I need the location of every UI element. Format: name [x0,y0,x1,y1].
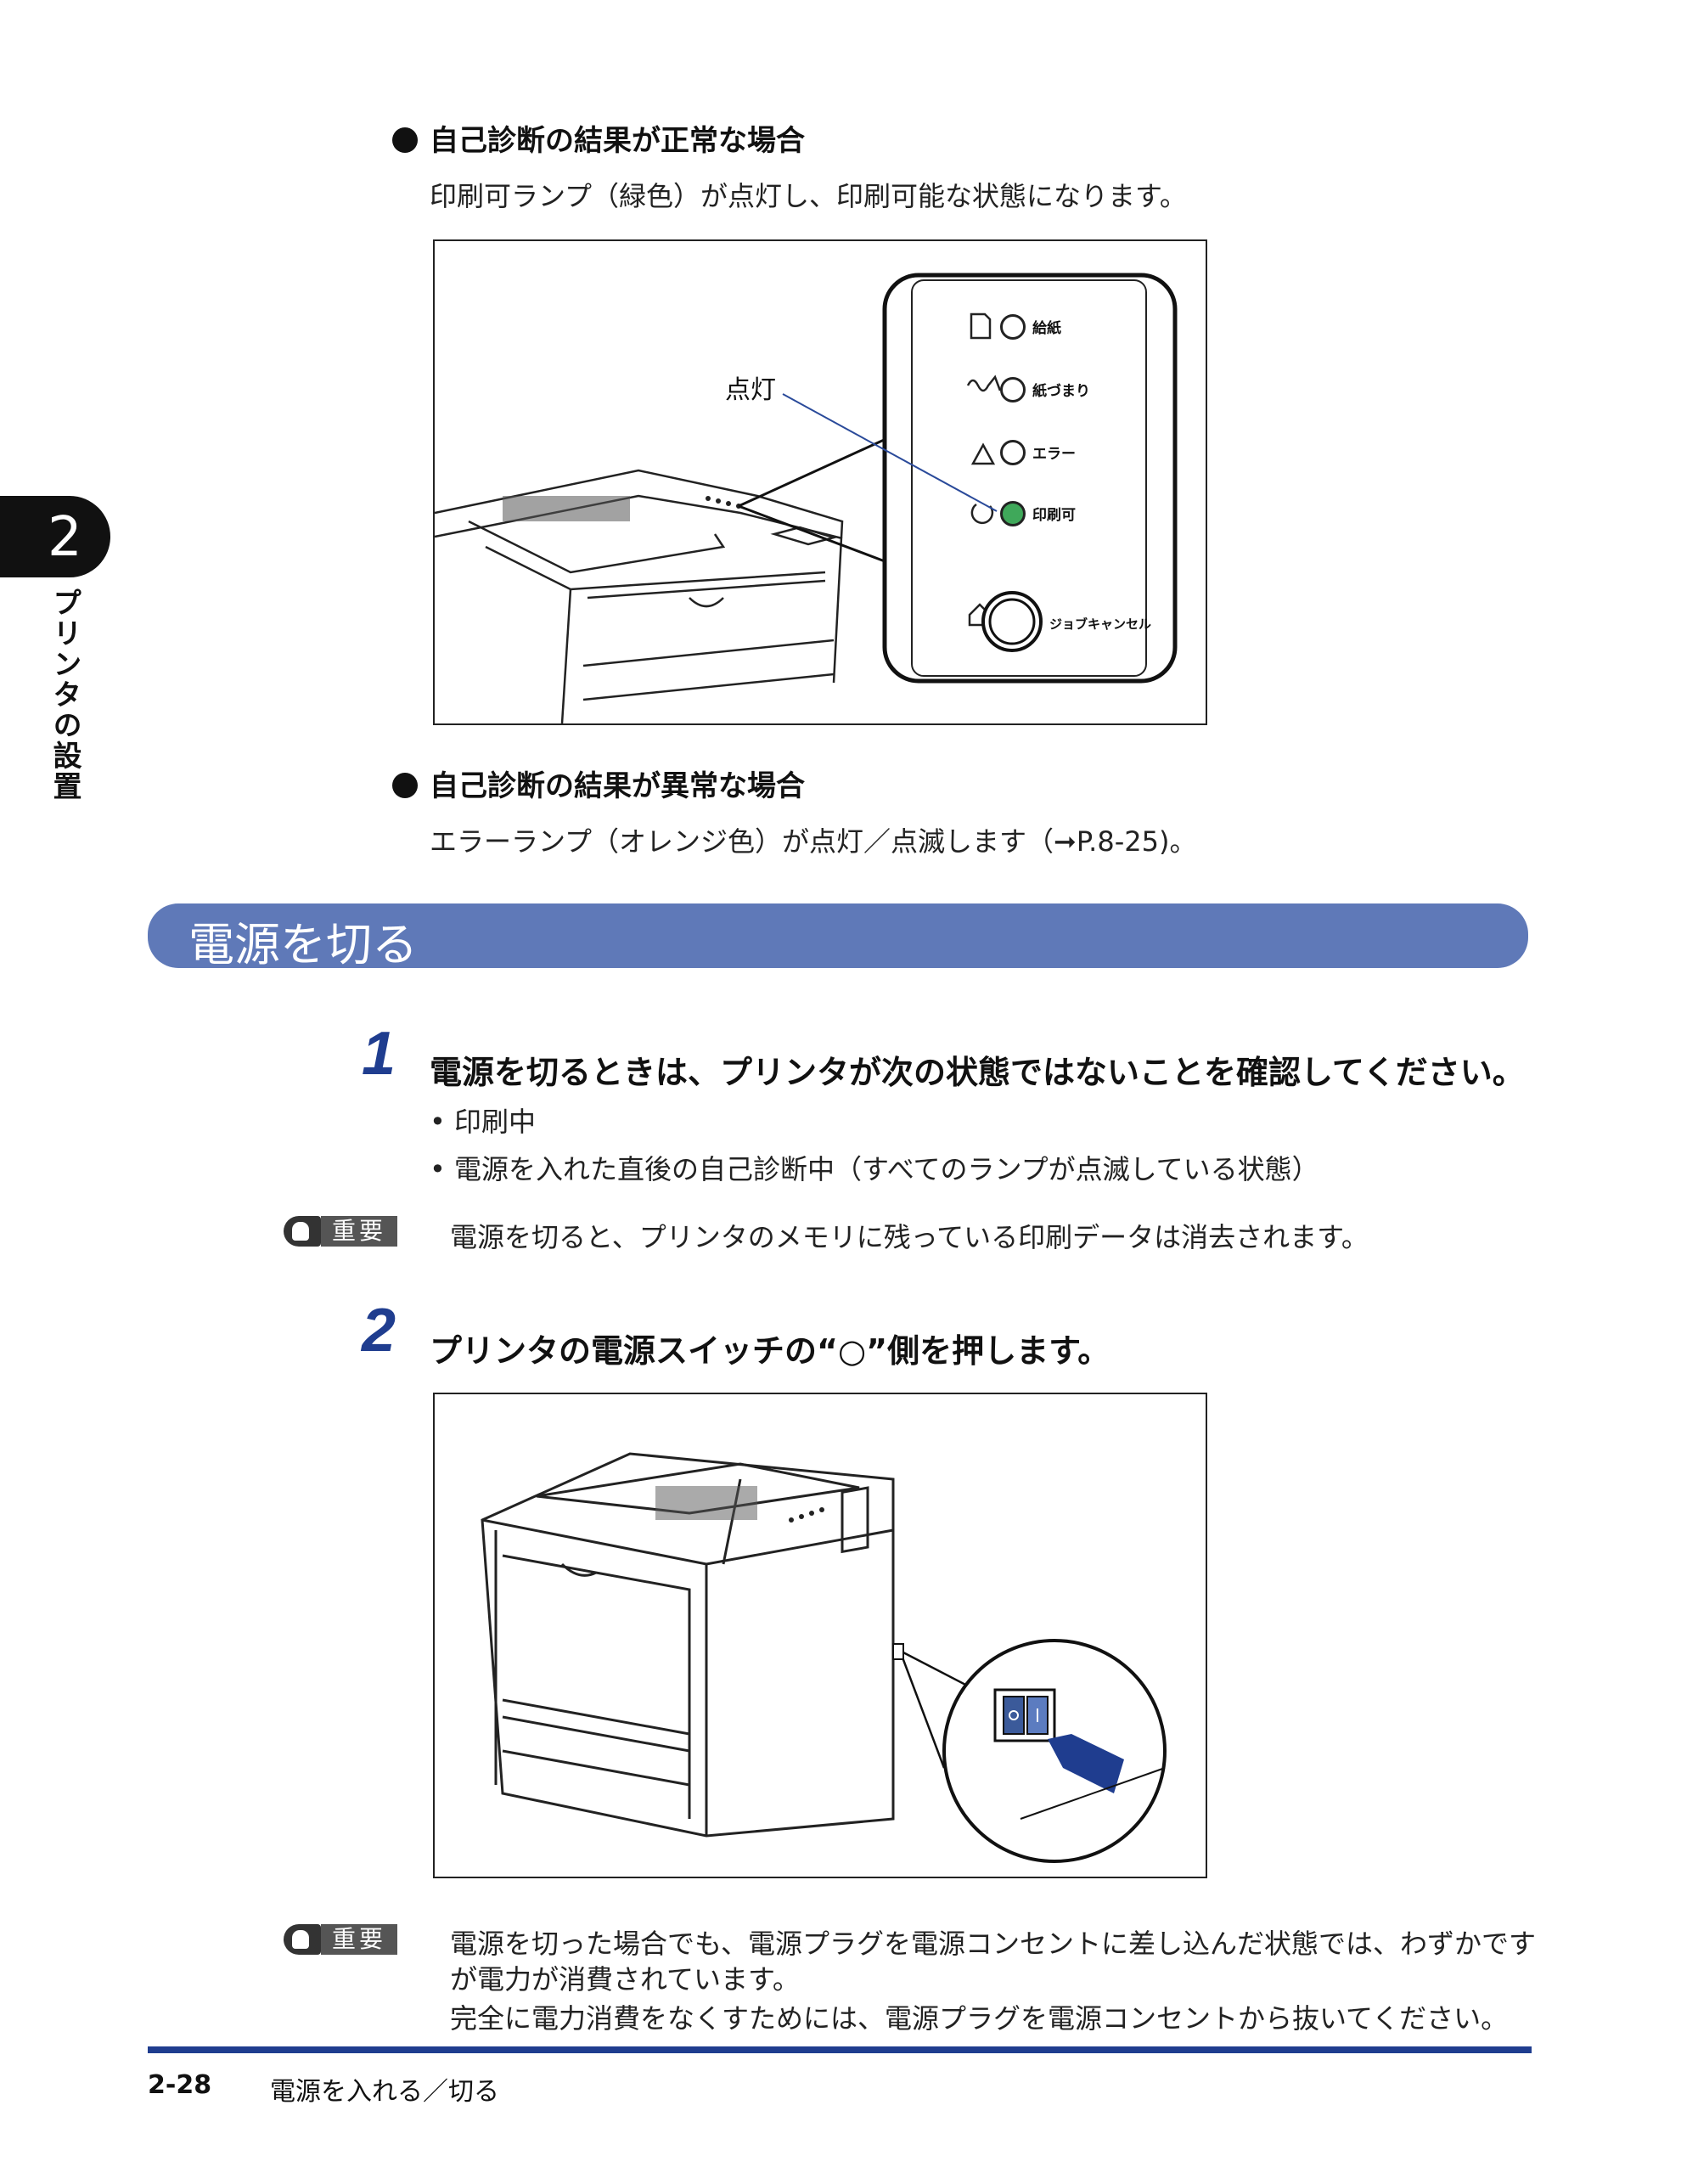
chapter-number: 2 [48,506,82,569]
step-title-1: 電源を切るときは、プリンタが次の状態ではないことを確認してください。 [430,1054,1525,1091]
power-icon [970,503,994,524]
label-error: エラー [1032,446,1076,463]
lamp-error [1000,440,1026,465]
paper-icon [970,312,992,340]
heading-abnormal: 自己診断の結果が異常な場合 [392,763,805,804]
text-normal: 印刷可ランプ（緑色）が点灯し、印刷可能な状態になります。 [430,180,1187,212]
important-badge: 重要 [284,1216,397,1247]
hand-icon [284,1924,321,1955]
list-item: • 電源を入れた直後の自己診断中（すべてのランプが点滅している状態） [430,1153,1319,1185]
important-text-line: が電力が消費されています。 [450,1963,800,1995]
lamp-jam [1000,377,1026,402]
step-number-2: 2 [362,1297,396,1365]
jam-icon [966,374,1002,392]
section-title: 電源を切る [188,918,418,971]
step-title-2: プリンタの電源スイッチの“○”側を押します。 [430,1332,1110,1370]
hand-icon [284,1216,321,1247]
label-ready: 印刷可 [1032,507,1076,524]
figure-power-switch [433,1393,1207,1878]
footer-rule [148,2046,1532,2053]
printer-panel-illustration [435,273,1178,723]
important-text-line: 電源を切った場合でも、電源プラグを電源コンセントに差し込んだ状態では、わずかです [450,1928,1537,1960]
printer-switch-illustration [481,1452,1167,1863]
figure-control-panel: 点灯 給紙 紙づまり エラー 印刷可 ジョブキャンセル [433,239,1207,725]
footer-title: 電源を入れる／切る [270,2077,499,2107]
step-number-1: 1 [362,1020,396,1088]
heading-normal: 自己診断の結果が正常な場合 [392,117,805,159]
warning-icon [970,442,996,465]
text-abnormal: エラーランプ（オレンジ色）が点灯／点滅します（➞P.8-25)。 [430,825,1197,858]
important-text-line: 完全に電力消費をなくすためには、電源プラグを電源コンセントから抜いてください。 [450,2002,1509,2035]
important-label: 重要 [321,1216,397,1247]
chapter-title: プリンタの設置 [48,588,82,802]
label-paper: 給紙 [1032,320,1061,337]
list-item: • 印刷中 [430,1106,537,1138]
lamp-paper [1000,314,1026,340]
important-label: 重要 [321,1924,397,1955]
important-badge: 重要 [284,1924,397,1955]
section-title-bar: 電源を切る [148,903,1528,971]
label-job-cancel: ジョブキャンセル [1049,616,1152,632]
important-text: 電源を切ると、プリンタのメモリに残っている印刷データは消去されます。 [450,1221,1369,1253]
bullet-dot [392,773,418,798]
bullet-dot [392,127,418,153]
callout-label: 点灯 [725,375,776,405]
lamp-ready [1000,501,1026,526]
label-jam: 紙づまり [1032,383,1090,400]
chapter-tab: 2 [0,496,110,577]
page-number: 2-28 [148,2070,212,2100]
